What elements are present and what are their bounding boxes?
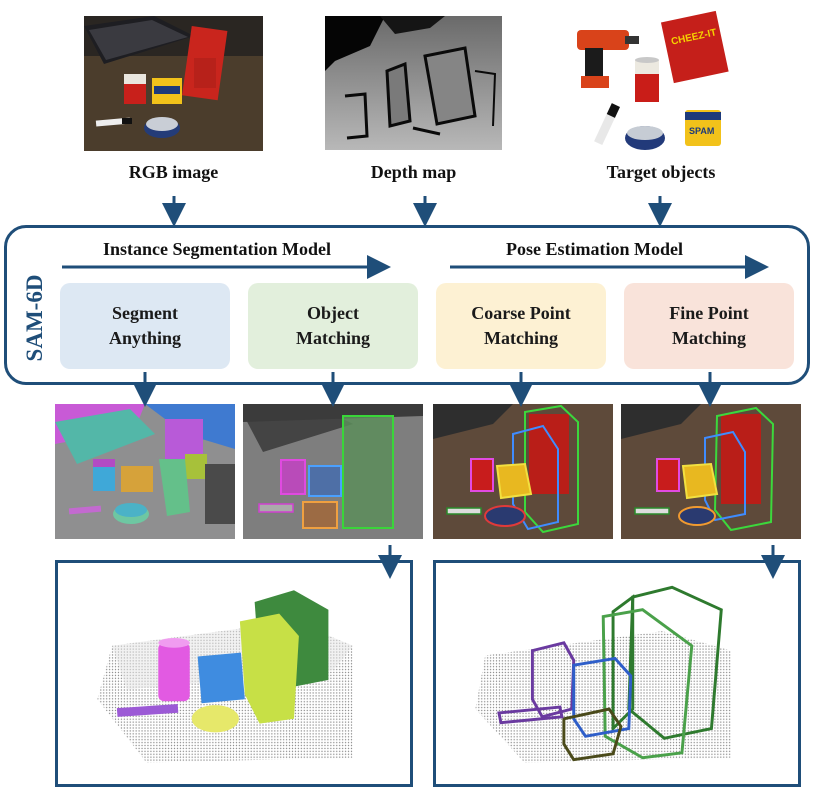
ism-title: Instance Segmentation Model	[103, 239, 331, 259]
object-matching-module: Object Matching	[248, 283, 418, 369]
rgb-image-label: RGB image	[128, 162, 219, 182]
depth-map-image	[325, 16, 502, 150]
fine-point-matching-module: Fine Point Matching	[624, 283, 794, 369]
rgb-image	[84, 16, 263, 151]
spam-label: SPAM	[689, 126, 714, 136]
segmentation-point-cloud-panel	[55, 560, 413, 787]
pose-point-cloud-panel	[433, 560, 801, 787]
coarse-pose-result	[433, 404, 613, 539]
object-matching-result	[243, 404, 423, 539]
sam6d-frame	[4, 225, 810, 385]
pem-title: Pose Estimation Model	[506, 239, 683, 259]
drill-object	[577, 30, 639, 88]
coarse-point-matching-module: Coarse Point Matching	[436, 283, 606, 369]
target-objects-image: CHEEZ-IT SPAM	[565, 8, 740, 158]
sam-segmentation-result	[55, 404, 235, 539]
segment-anything-module: Segment Anything	[60, 283, 230, 369]
depth-map-label: Depth map	[370, 162, 457, 182]
target-objects-label: Target objects	[606, 162, 716, 182]
fine-pose-result	[621, 404, 801, 539]
